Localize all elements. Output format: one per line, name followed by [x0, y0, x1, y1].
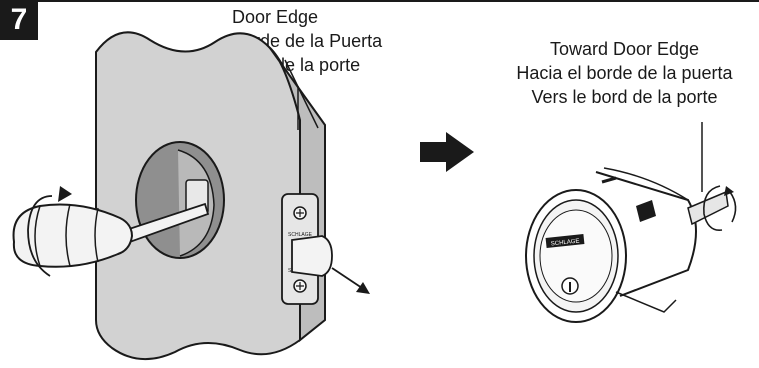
tailpiece — [687, 190, 729, 226]
door-edge-top — [284, 59, 319, 129]
toward-door-edge-label-fr: Vers le bord de la porte — [531, 87, 718, 107]
rotation-arrow-icon — [27, 186, 72, 277]
cylinder-badge — [545, 234, 585, 248]
toward-door-edge-label-en: Toward Door Edge — [549, 39, 700, 59]
latch-plate-brand-upper: SCHLAGE — [288, 232, 313, 238]
door-edge-label-es: Borde de la Puerta — [232, 31, 383, 51]
cylinder-bracket — [615, 291, 677, 313]
tailpiece-rotation-arrow-icon — [703, 185, 737, 231]
direction-arrow-icon — [420, 132, 474, 172]
top-rule — [0, 0, 759, 2]
toward-door-edge-label-es: Hacia el borde de la puerta — [516, 63, 733, 83]
screwdriver-icon — [12, 202, 210, 268]
step-number-badge: 7 — [0, 0, 38, 40]
latch-direction-arrow — [331, 267, 370, 294]
latch-bolt-icon — [291, 235, 333, 277]
deadbolt-cylinder-icon: SCHLAGE — [525, 167, 729, 323]
step-number: 7 — [10, 3, 28, 36]
cylinder-brand-text: SCHLAGE — [551, 239, 580, 248]
toward-door-edge-label: Toward Door Edge Hacia el borde de la pu… — [490, 37, 759, 109]
door-edge-label-en: Door Edge — [232, 7, 319, 27]
